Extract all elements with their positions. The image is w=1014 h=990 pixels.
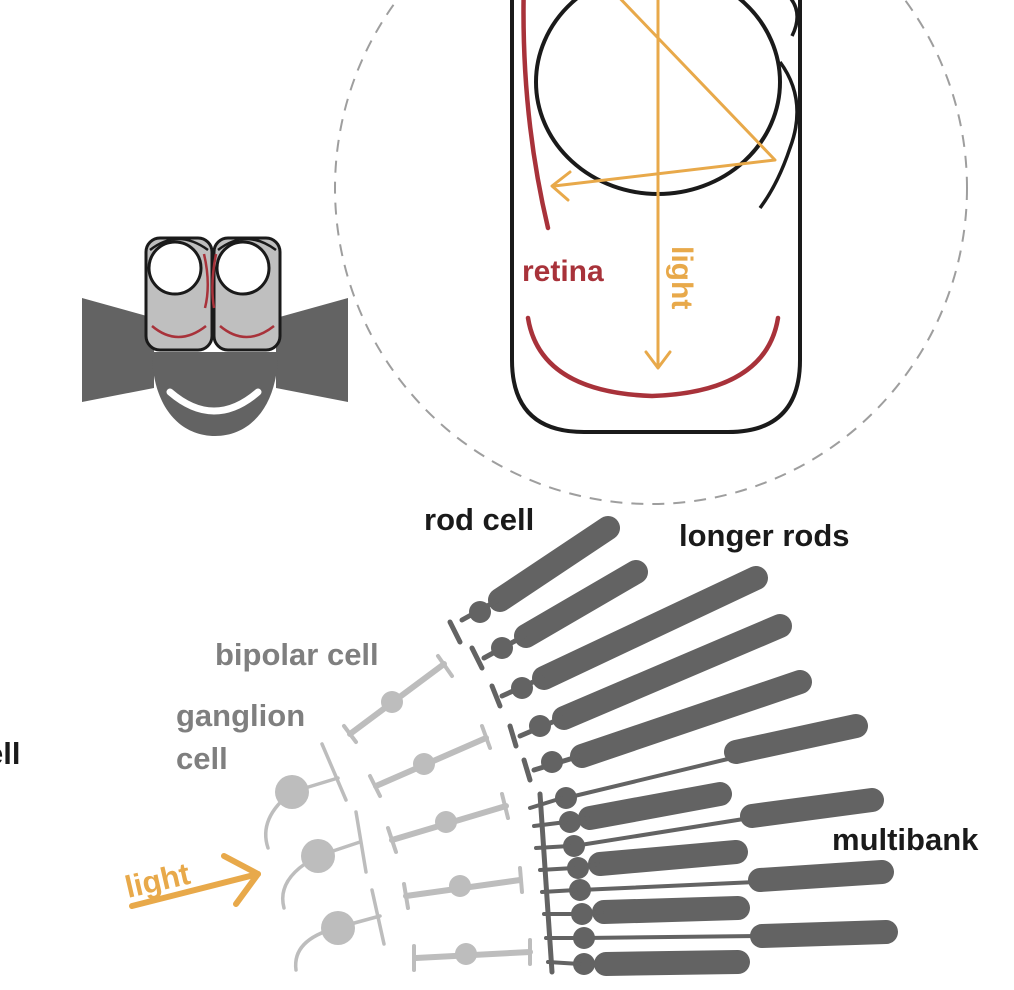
fish-head-illustration bbox=[82, 236, 348, 436]
rod-cell-label: rod cell bbox=[424, 502, 534, 537]
magnified-eye bbox=[334, 0, 968, 505]
clipped-edge-label: ell bbox=[0, 736, 20, 771]
light-arrow-label: light bbox=[122, 856, 194, 905]
retina-label: retina bbox=[522, 255, 604, 288]
ganglion-label-line2: cell bbox=[176, 741, 228, 776]
multibank-label: multibank bbox=[832, 822, 979, 857]
ganglion-label-line1: ganglion bbox=[176, 698, 305, 733]
light-ray-paths bbox=[550, 0, 777, 370]
longer-rods-label: longer rods bbox=[679, 518, 850, 553]
bipolar-cell-label: bipolar cell bbox=[215, 637, 379, 672]
eye-light-label: light bbox=[665, 246, 698, 309]
retina-side-curve bbox=[521, 0, 551, 231]
retina-bottom-curve bbox=[525, 315, 781, 399]
rod-cells bbox=[447, 516, 898, 976]
bipolar-cells bbox=[342, 654, 533, 972]
ganglion-somata bbox=[275, 775, 355, 945]
light-arrow-icon bbox=[129, 853, 261, 909]
